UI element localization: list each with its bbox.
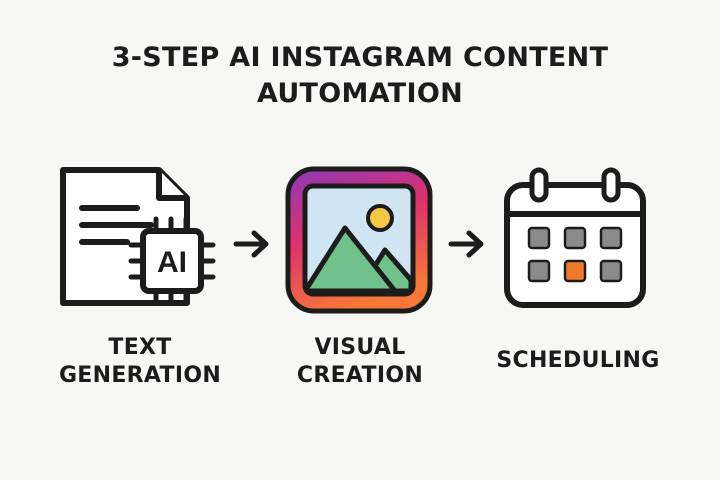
title-line-1: 3-STEP AI INSTAGRAM CONTENT [111,42,609,73]
ai-document-icon: AI [60,167,216,306]
arrow-right-icon [233,230,269,258]
diagram-title: 3-STEP AI INSTAGRAM CONTENT AUTOMATION [0,40,720,112]
ai-chip [140,228,204,294]
mountain-front [304,225,398,294]
step-label-scheduling: SCHEDULING [496,348,660,373]
calendar-icon [504,167,646,308]
arrow-right-icon [448,230,484,258]
chip-pins [128,216,216,306]
step-label-text-generation: TEXT GENERATION [58,335,222,388]
calendar-highlight-day [563,259,587,283]
step-label-visual-creation: VISUAL CREATION [296,335,424,388]
calendar-ring-left [529,167,549,203]
ai-chip-text: AI [157,246,187,279]
title-line-2: AUTOMATION [256,78,464,109]
calendar-grid [527,226,623,283]
calendar-ring-right [601,167,621,203]
document-text-lines [79,205,154,245]
instagram-image-icon [285,166,433,314]
sun-icon [366,204,394,232]
